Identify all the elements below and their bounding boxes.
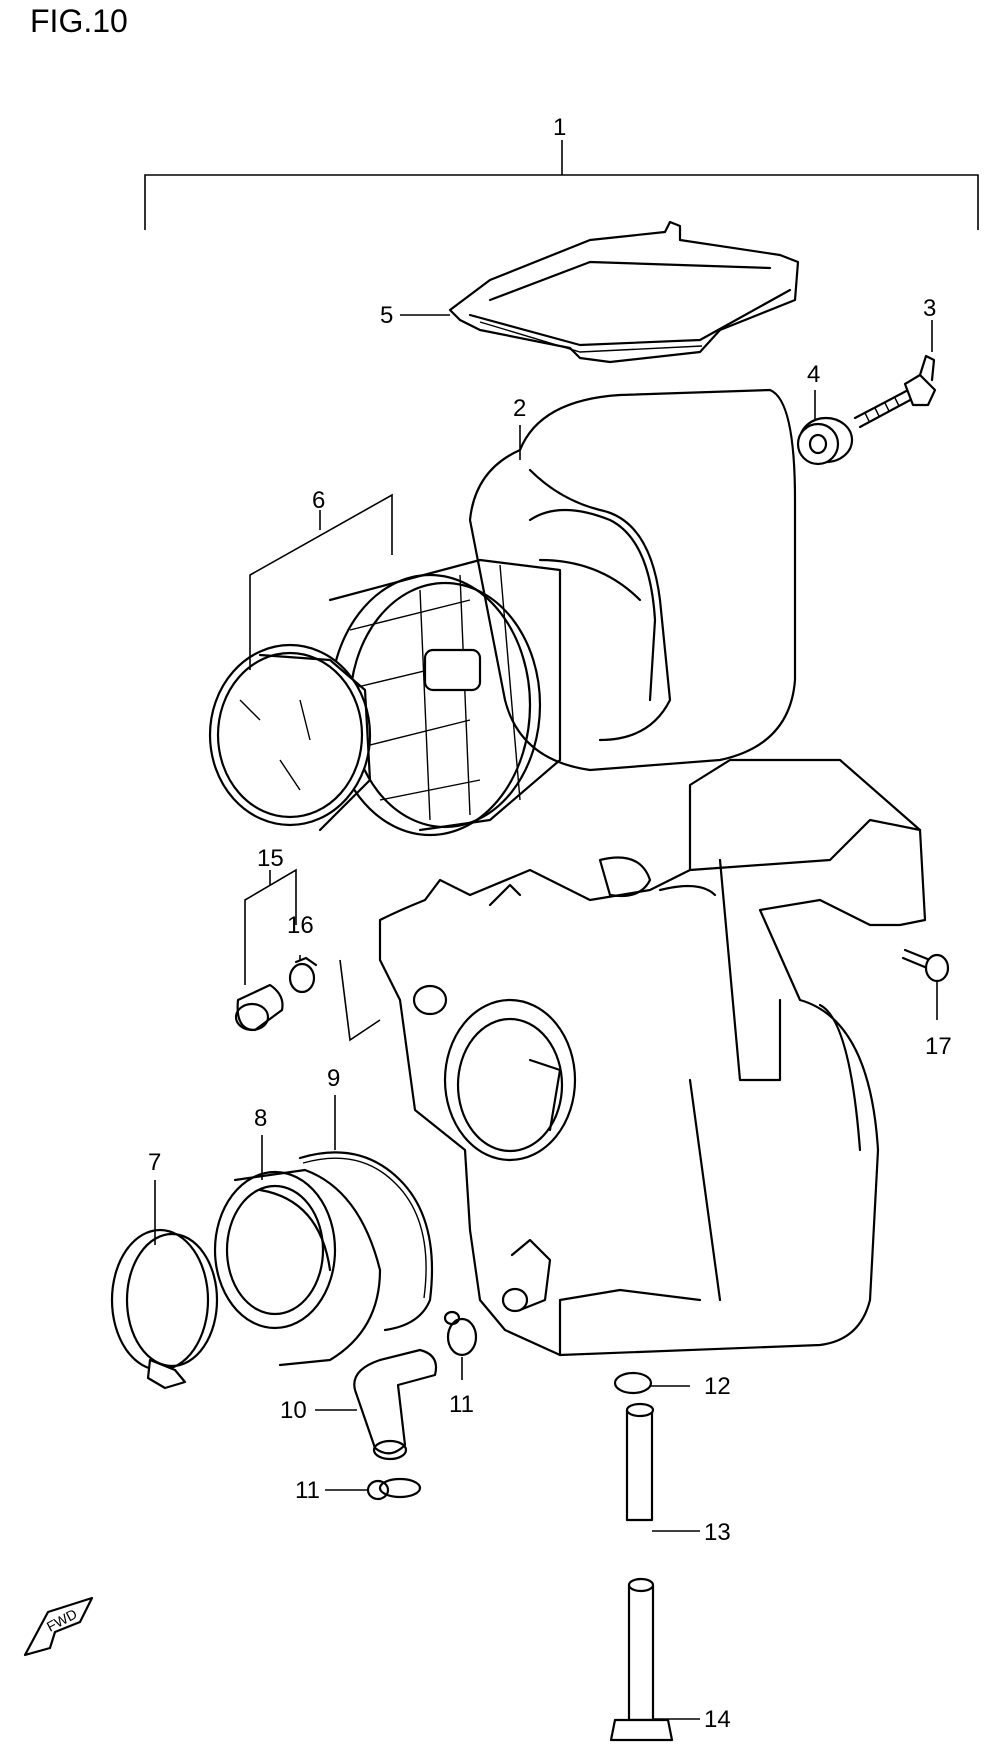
callout-1: 1 [553,114,566,141]
callout-4: 4 [807,361,820,388]
part-6-screen [208,643,372,832]
part-9-oring [298,1151,434,1332]
callout-8: 8 [254,1105,267,1132]
part-12-clip [613,1371,653,1395]
part-15-16-leader [244,868,381,1042]
part-6-bracket-leader [249,493,393,670]
part-4-grommet [796,416,854,466]
callout-12: 12 [704,1373,731,1400]
callout-11-lower: 11 [295,1477,320,1504]
callout-6: 6 [312,487,325,514]
assembly-bracket [144,140,979,230]
part-17-screw [901,948,950,1020]
part-8-intake-boot [213,1168,382,1367]
part-10-hose [353,1348,438,1461]
callout-5: 5 [380,302,393,329]
callout-9: 9 [327,1065,340,1092]
figure-title: FIG.10 [30,3,128,39]
callout-15: 15 [257,845,284,872]
callout-leaders [154,314,933,1720]
callout-16: 16 [287,912,314,939]
callout-7: 7 [148,1149,161,1176]
callout-14: 14 [704,1706,731,1733]
part-11-clip-upper [443,1310,478,1357]
part-2-filter-element [468,388,797,772]
callout-10: 10 [280,1397,307,1424]
part-11-clip-lower [366,1477,422,1501]
part-3-wing-bolt [853,354,937,429]
callout-17: 17 [925,1033,952,1060]
callout-13: 13 [704,1519,731,1546]
fwd-arrow-icon: FWD [23,1596,94,1657]
callout-3: 3 [923,295,936,322]
part-13-drain-tube [625,1402,655,1522]
callout-11-upper: 11 [449,1391,474,1418]
part-7-clamp [110,1228,219,1390]
part-5-cover [448,220,800,364]
callout-2: 2 [513,395,526,422]
part-14-drain-tube-plug [609,1577,674,1742]
part-16-clip [288,956,318,994]
air-box-housing [378,758,927,1357]
part-15-drain-plug [234,983,284,1032]
